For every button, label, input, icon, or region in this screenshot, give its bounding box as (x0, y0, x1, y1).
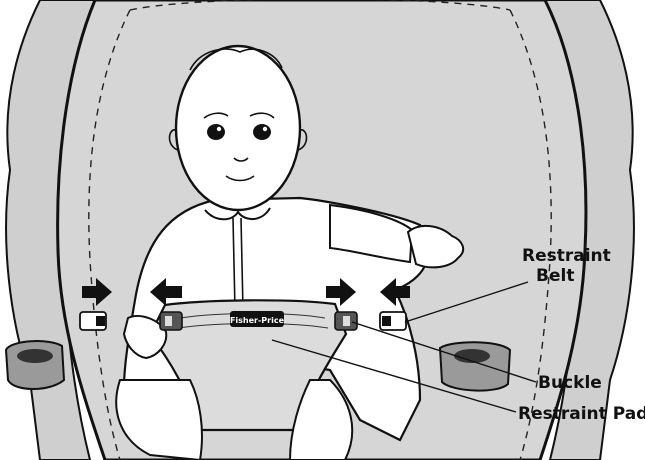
label-restraint-belt-line2: Belt (522, 266, 611, 286)
label-buckle: Buckle (538, 373, 602, 393)
label-restraint-belt-line1: Restraint (522, 246, 611, 266)
label-restraint-pad: Restraint Pad (518, 404, 645, 424)
baby-eye-left (207, 124, 225, 140)
fisher-price-logo-text: Fisher-Price (230, 316, 285, 325)
buckle-left-belt (80, 312, 106, 330)
baby-eye-right (253, 124, 271, 140)
buckle-right-pad (335, 312, 357, 330)
baby-head (176, 46, 300, 210)
label-restraint-belt: Restraint Belt (522, 246, 611, 286)
buckle-right-belt (380, 312, 406, 330)
buckle-left-pad (160, 312, 182, 330)
seat-handle-left (6, 341, 64, 389)
